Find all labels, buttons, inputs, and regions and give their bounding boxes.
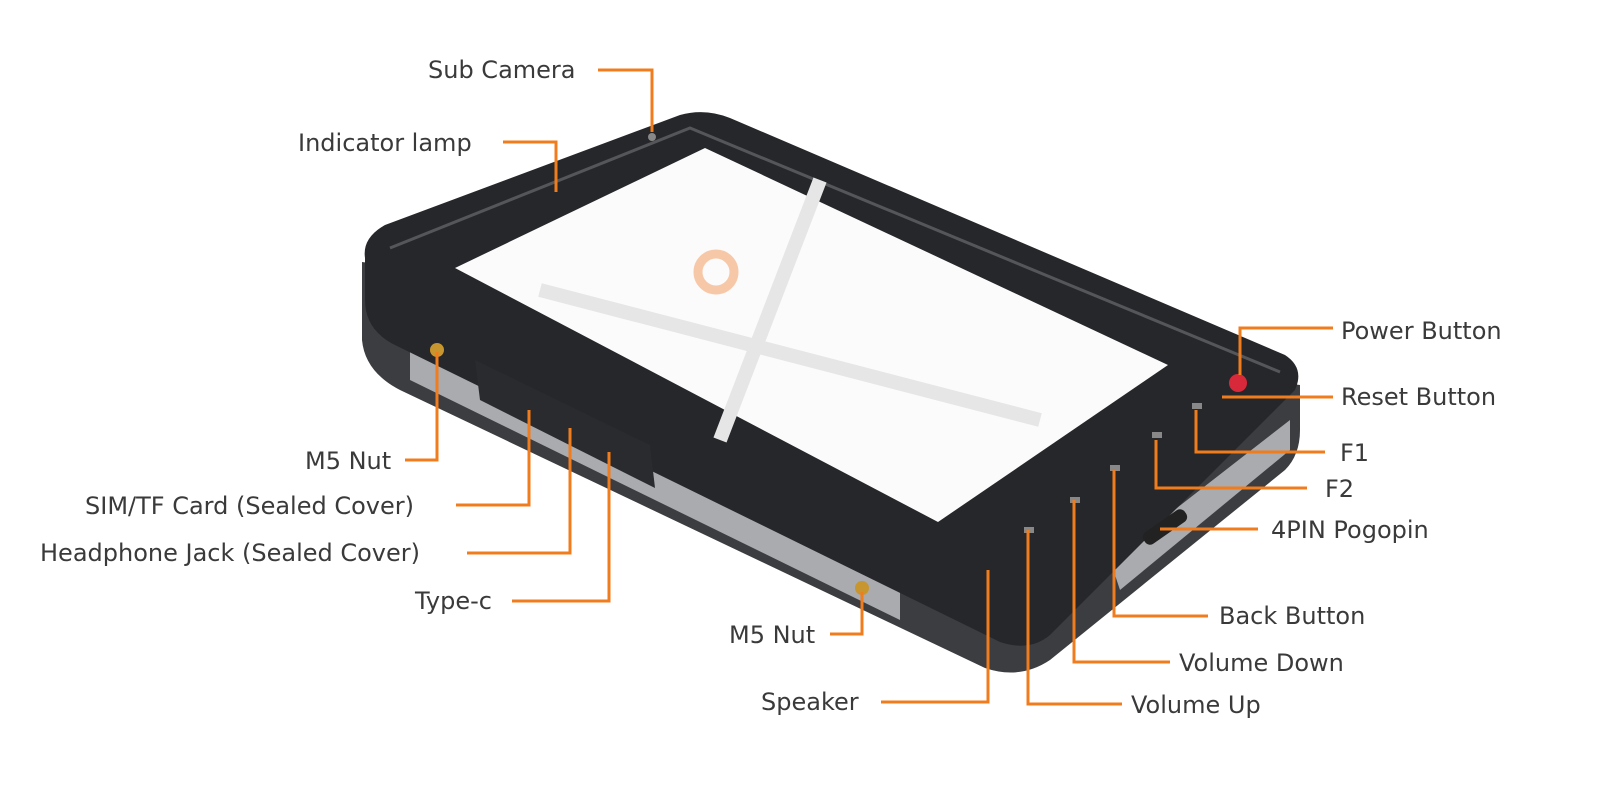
line-sim: [456, 410, 531, 507]
line-headphone: [467, 428, 572, 555]
sub-camera: [648, 133, 656, 141]
bezel-highlight: [389, 126, 1281, 374]
label-sim-tf: SIM/TF Card (Sealed Cover): [85, 492, 414, 520]
label-volume-down: Volume Down: [1179, 649, 1344, 677]
line-m5-right: [830, 592, 864, 636]
watermark-x: [538, 177, 1042, 443]
line-back: [1112, 470, 1208, 618]
line-f2: [1154, 440, 1307, 490]
line-volume-down: [1072, 500, 1170, 664]
label-speaker: Speaker: [761, 688, 859, 716]
label-sub-camera: Sub Camera: [428, 56, 576, 84]
line-f1: [1194, 410, 1325, 454]
side-grey-panel-right: [1110, 420, 1290, 590]
line-m5-left: [405, 352, 439, 462]
label-back-button: Back Button: [1219, 602, 1366, 630]
leader-lines: [405, 68, 1333, 706]
watermark-o: [693, 249, 739, 295]
label-indicator-lamp: Indicator lamp: [298, 129, 472, 157]
label-power-button: Power Button: [1341, 317, 1502, 345]
reset-button[interactable]: [1192, 403, 1202, 409]
label-pogopin: 4PIN Pogopin: [1271, 516, 1429, 544]
f2-button[interactable]: [1110, 465, 1120, 471]
line-sub-camera: [598, 68, 654, 132]
line-power: [1238, 326, 1333, 375]
m5-nut-right: [855, 581, 869, 595]
label-f2: F2: [1325, 475, 1355, 503]
pogopin-port: [1142, 509, 1188, 545]
m5-nut-left: [430, 343, 444, 357]
label-type-c: Type-c: [415, 587, 492, 615]
line-volume-up: [1026, 530, 1122, 706]
label-headphone: Headphone Jack (Sealed Cover): [40, 539, 421, 567]
label-m5-nut-right: M5 Nut: [729, 621, 816, 649]
line-indicator: [503, 140, 558, 192]
f1-button[interactable]: [1152, 432, 1162, 438]
label-reset-button: Reset Button: [1341, 383, 1497, 411]
screen: [455, 148, 1168, 522]
power-button[interactable]: [1229, 374, 1247, 392]
line-speaker: [881, 570, 990, 704]
label-volume-up: Volume Up: [1131, 691, 1261, 719]
line-typec: [512, 452, 611, 603]
label-f1: F1: [1340, 439, 1370, 467]
label-m5-nut-left: M5 Nut: [305, 447, 392, 475]
